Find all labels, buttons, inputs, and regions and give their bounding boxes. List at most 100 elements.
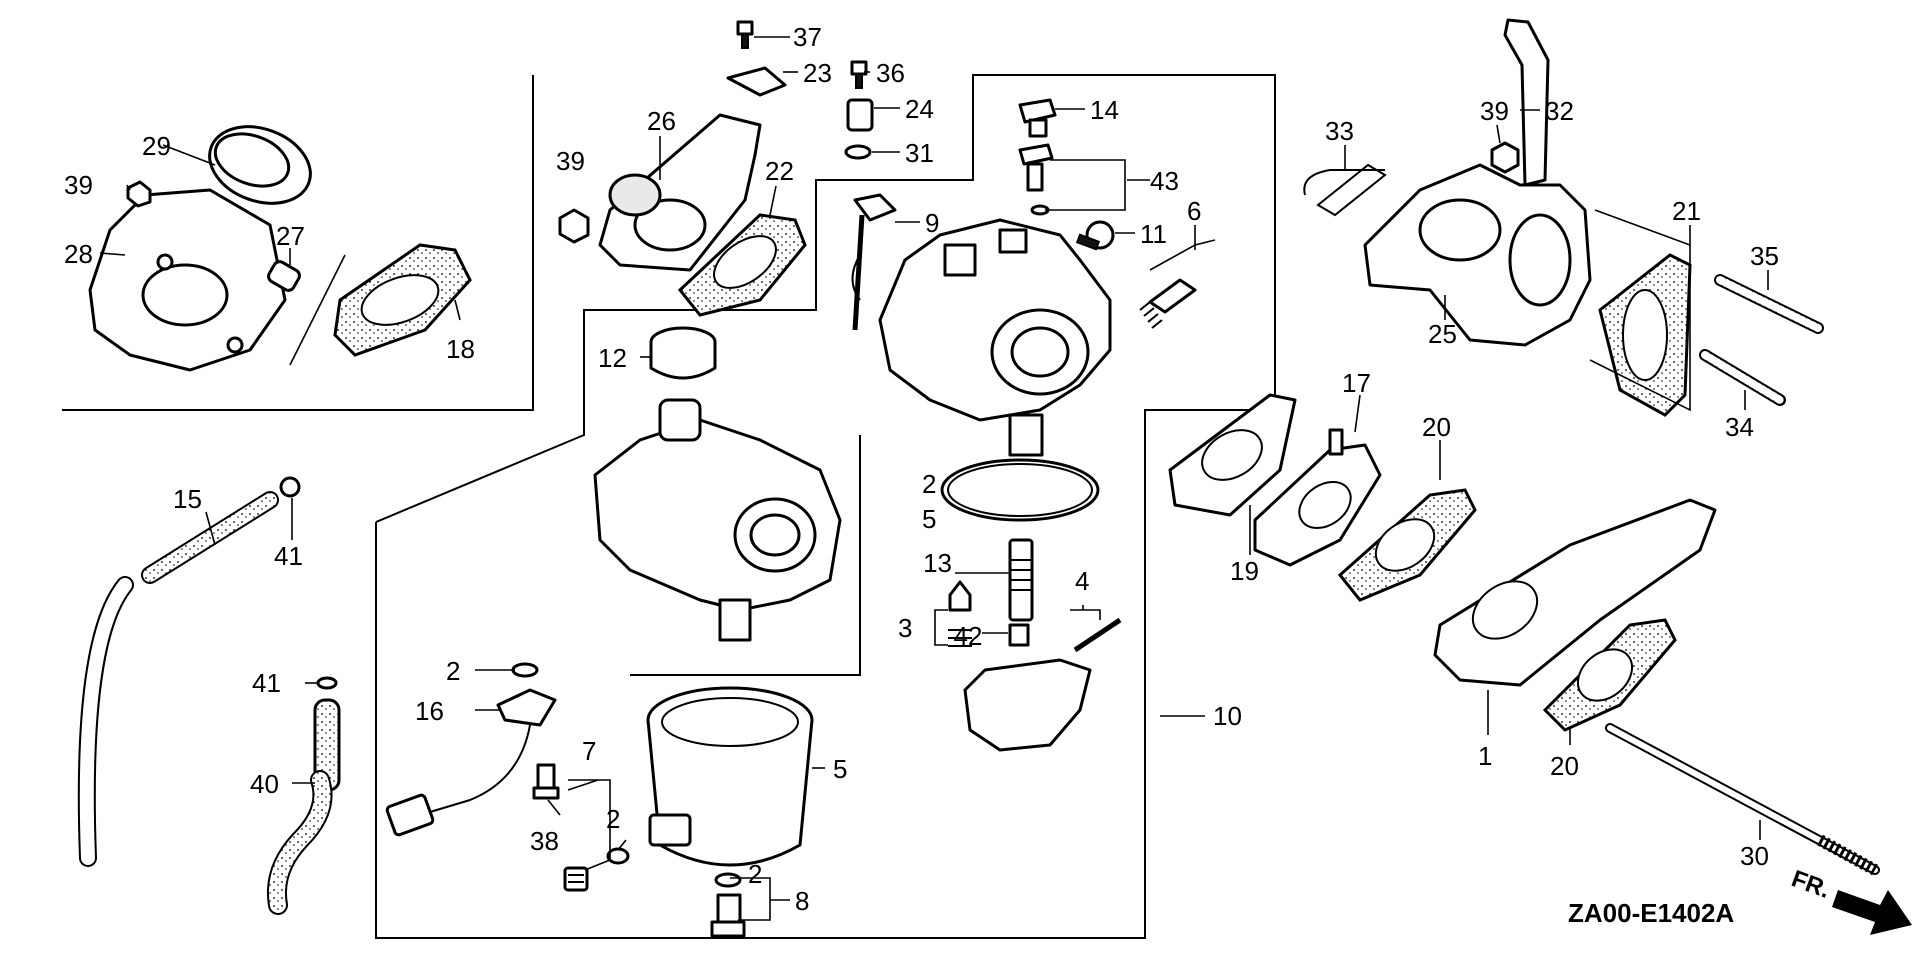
- dowel-pin-part: [267, 260, 301, 292]
- air-cleaner-adapter-part: [88, 188, 287, 372]
- cap-12-part: [649, 326, 717, 380]
- part-label-13: 13: [923, 548, 952, 578]
- gasket-21-part: [1598, 253, 1692, 417]
- gasket-20b-part: [1542, 618, 1677, 732]
- float-bowl-5-part: [646, 686, 814, 867]
- screw-37-part: [736, 20, 754, 49]
- bolt-38-part: [532, 763, 560, 800]
- o-ring-part: [940, 458, 1100, 522]
- plate-1-part: [1433, 498, 1717, 687]
- part-label-11: 11: [1140, 219, 1167, 249]
- fuel-hose-15-part: [77, 491, 279, 867]
- part-label-5: 5: [833, 754, 847, 784]
- insulator-17-part: [1253, 428, 1382, 567]
- screw-7-part: [563, 866, 589, 892]
- part-label-23: 23: [803, 58, 832, 88]
- part-label-29: 29: [142, 131, 171, 161]
- part-label-39: 39: [64, 170, 93, 200]
- stud-35-part: [1714, 274, 1824, 334]
- float-4-part: [963, 617, 1122, 752]
- screw-36-part: [850, 60, 868, 89]
- hose-clip-41b-part: [316, 676, 338, 690]
- part-label-2: 2: [446, 656, 460, 686]
- part-label-20: 20: [1422, 412, 1451, 442]
- hose-clip-41a-part: [279, 476, 301, 498]
- screw-24-part: [846, 98, 874, 132]
- part-label-18: 18: [446, 334, 475, 364]
- part-label-42: 42: [954, 621, 983, 651]
- diagram-code: ZA00-E1402A: [1568, 898, 1734, 928]
- part-label-39: 39: [556, 146, 585, 176]
- part-label-26: 26: [647, 106, 676, 136]
- stud-34-part: [1699, 349, 1786, 406]
- jet-42-part: [1008, 623, 1030, 647]
- plunger-14-part: [1018, 98, 1057, 138]
- part-number-labels: 29 39 28 27 18 39 26 22 37 23 36 24 31 9…: [64, 22, 1779, 916]
- stud-30-part: [1605, 723, 1880, 876]
- part-label-27: 27: [276, 221, 305, 251]
- part-label-20: 20: [1550, 751, 1579, 781]
- fuel-hose-40-part: [267, 698, 341, 915]
- flange-nut-part: [126, 180, 152, 208]
- part-label-41: 41: [274, 541, 303, 571]
- part-label-31: 31: [905, 138, 934, 168]
- part-label-30: 30: [1740, 841, 1769, 871]
- gasket-22-part: [677, 213, 807, 317]
- front-direction-indicator: FR.: [1788, 865, 1912, 935]
- part-label-33: 33: [1325, 116, 1354, 146]
- gasket-20a-part: [1337, 488, 1477, 602]
- part-label-43: 43: [1150, 166, 1179, 196]
- part-label-14: 14: [1090, 95, 1119, 125]
- part-label-6: 6: [1187, 196, 1201, 226]
- float-valve-3-part: [948, 580, 972, 647]
- front-direction-label: FR.: [1788, 865, 1834, 904]
- flange-nut-39c-part: [1490, 141, 1520, 174]
- flange-nut-39-part: [558, 208, 590, 244]
- part-label-34: 34: [1725, 412, 1754, 442]
- part-label-5: 5: [922, 504, 936, 534]
- part-label-2: 2: [748, 859, 762, 889]
- wire-33-part: [1303, 163, 1387, 217]
- part-label-24: 24: [905, 94, 934, 124]
- part-label-22: 22: [765, 156, 794, 186]
- part-label-1: 1: [1478, 741, 1492, 771]
- part-label-25: 25: [1428, 319, 1457, 349]
- bracket-26-part: [598, 113, 762, 272]
- carburetor-assembly-part: [593, 398, 842, 642]
- part-label-17: 17: [1342, 368, 1371, 398]
- part-label-15: 15: [173, 484, 202, 514]
- leader-lines: [99, 36, 1769, 921]
- part-label-16: 16: [415, 696, 444, 726]
- part-label-38: 38: [530, 826, 559, 856]
- manifold-25-part: [1363, 163, 1592, 347]
- part-label-2: 2: [922, 469, 936, 499]
- part-label-2: 2: [606, 804, 620, 834]
- part-label-28: 28: [64, 239, 93, 269]
- part-label-9: 9: [925, 208, 939, 238]
- group-frame-lines: [62, 74, 1276, 939]
- part-label-40: 40: [250, 769, 279, 799]
- part-label-10: 10: [1213, 701, 1242, 731]
- part-label-8: 8: [795, 886, 809, 916]
- screw-43-part: [1018, 143, 1054, 216]
- screw-11-part: [1075, 220, 1115, 251]
- part-label-32: 32: [1545, 96, 1574, 126]
- lever-9-part: [851, 193, 897, 331]
- washer-2-part: [606, 847, 630, 865]
- gasket-18-part: [333, 243, 472, 357]
- part-label-36: 36: [876, 58, 905, 88]
- carburetor-body-part: [878, 218, 1112, 457]
- part-label-19: 19: [1230, 556, 1259, 586]
- drain-bolt-8-part: [710, 872, 746, 938]
- main-nozzle-13-part: [1008, 538, 1034, 622]
- washer-31-part: [844, 144, 872, 160]
- gasket-19-part: [1168, 393, 1297, 517]
- part-label-12: 12: [598, 343, 627, 373]
- part-label-4: 4: [1075, 566, 1089, 596]
- part-label-39: 39: [1480, 96, 1509, 126]
- front-arrow-icon: [1832, 890, 1912, 935]
- part-label-3: 3: [898, 613, 912, 643]
- part-label-21: 21: [1672, 196, 1701, 226]
- clip-23-part: [726, 66, 787, 97]
